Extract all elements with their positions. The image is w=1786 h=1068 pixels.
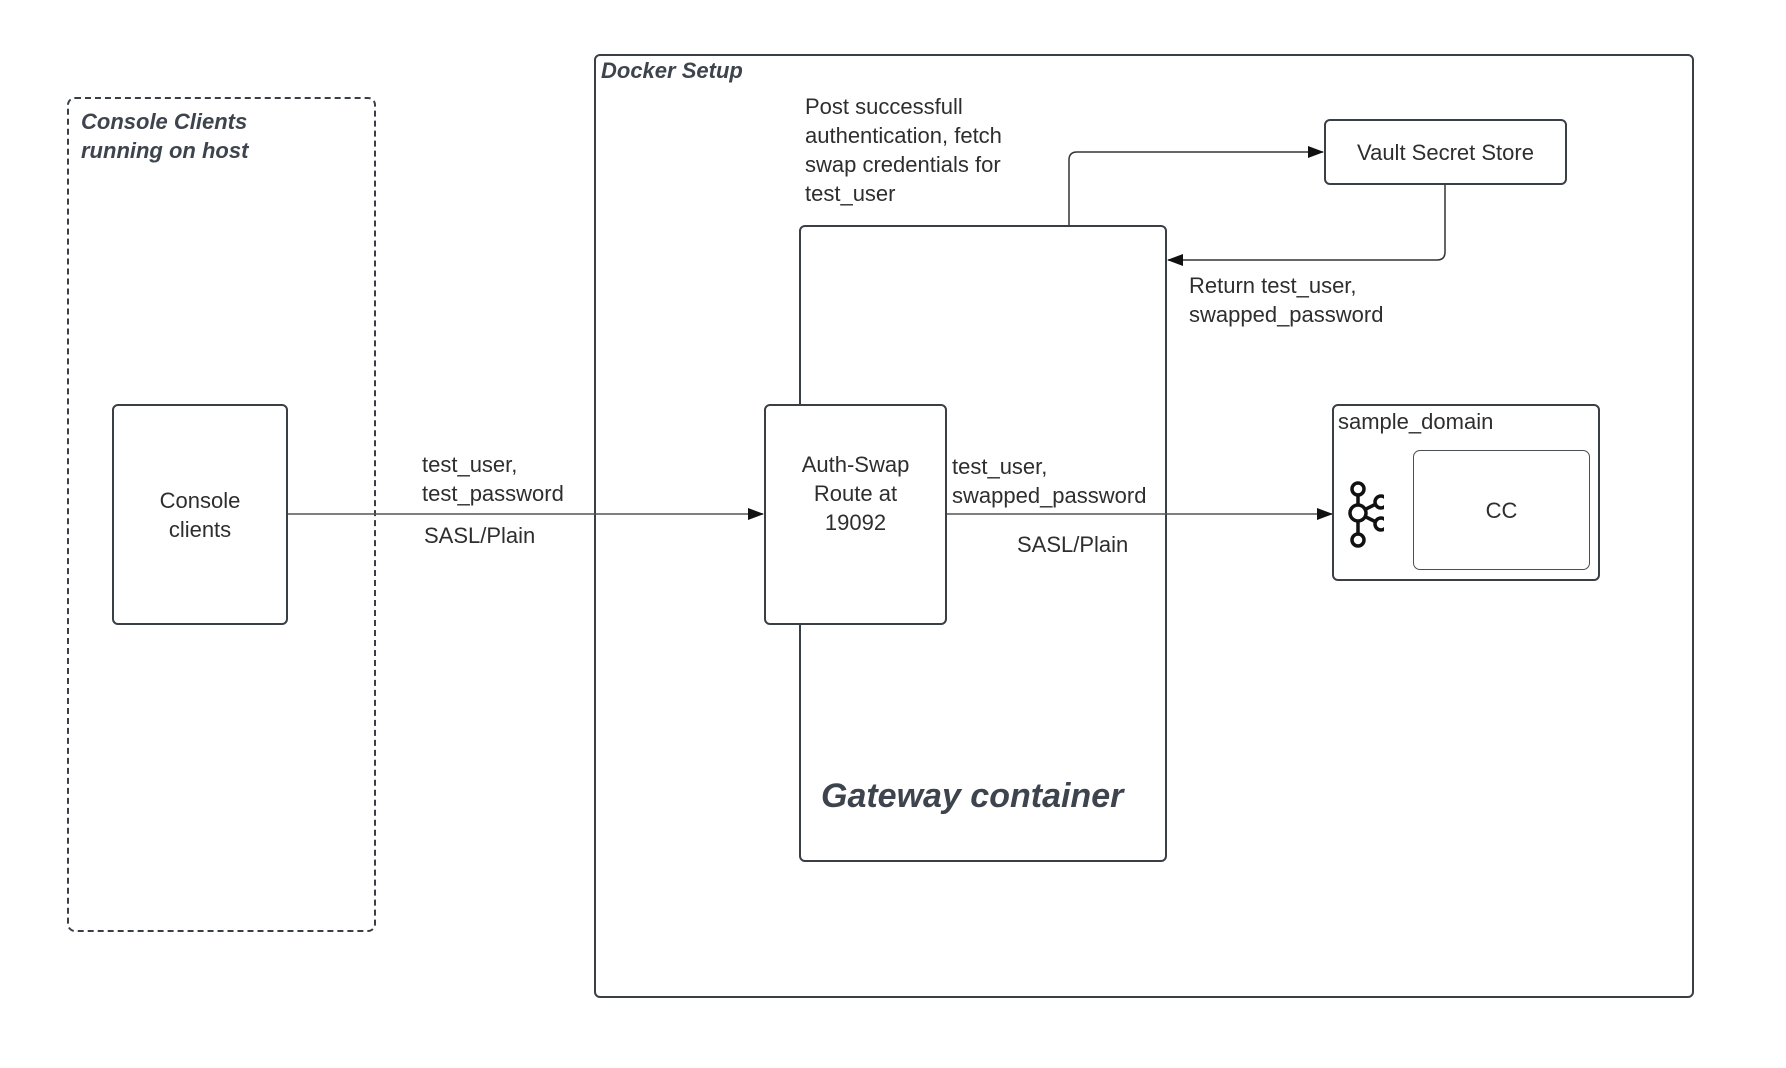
vault-fetch-line2: authentication, fetch bbox=[805, 123, 1002, 148]
vault-label: Vault Secret Store bbox=[1357, 139, 1534, 165]
docker-setup-group bbox=[594, 54, 1694, 998]
kafka-icon bbox=[1348, 481, 1384, 548]
console-host-label-line2: running on host bbox=[81, 138, 249, 163]
client-edge-credentials-label: test_user, test_password bbox=[422, 450, 564, 508]
sample-domain-group[interactable] bbox=[1332, 404, 1600, 581]
cluster-edge-line2: swapped_password bbox=[952, 483, 1147, 508]
auth-swap-line1: Auth-Swap bbox=[801, 452, 910, 477]
auth-swap-line2: Route at bbox=[813, 481, 898, 506]
sample-domain-label: sample_domain bbox=[1338, 409, 1494, 434]
auth-swap-route-node[interactable]: Auth-Swap Route at 19092 bbox=[764, 404, 947, 625]
vault-fetch-line4: test_user bbox=[805, 181, 896, 206]
client-edge-line2: test_password bbox=[422, 481, 564, 506]
edge-gateway-to-vault bbox=[1068, 146, 1324, 225]
gateway-container-label: Gateway container bbox=[821, 777, 1124, 815]
cc-cluster-node[interactable]: CC bbox=[1413, 450, 1590, 570]
client-edge-protocol-label: SASL/Plain bbox=[424, 523, 536, 548]
vault-return-label: Return test_user, swapped_password bbox=[1189, 271, 1383, 329]
vault-fetch-label: Post successfull authentication, fetch s… bbox=[805, 92, 1002, 208]
console-clients-line2: clients bbox=[168, 516, 232, 542]
vault-return-line1: Return test_user, bbox=[1189, 273, 1357, 298]
vault-fetch-line3: swap credentials for bbox=[805, 152, 1001, 177]
console-clients-node[interactable]: Console clients bbox=[112, 404, 288, 625]
console-host-group-label: Console Clients running on host bbox=[81, 107, 248, 165]
vault-return-line2: swapped_password bbox=[1189, 302, 1384, 327]
cluster-edge-credentials-label: test_user, swapped_password bbox=[952, 452, 1146, 510]
client-edge-line1: test_user, bbox=[422, 452, 518, 477]
console-host-label-line1: Console Clients bbox=[81, 109, 248, 134]
cluster-edge-line1: test_user, bbox=[952, 454, 1048, 479]
vault-fetch-line1: Post successfull bbox=[805, 94, 963, 119]
console-clients-line1: Console bbox=[159, 487, 241, 513]
cluster-edge-protocol-label: SASL/Plain bbox=[1017, 532, 1129, 557]
cc-label: CC bbox=[1485, 497, 1518, 523]
auth-swap-line3: 19092 bbox=[824, 510, 887, 535]
docker-setup-label: Docker Setup bbox=[601, 58, 743, 83]
vault-secret-store-node[interactable]: Vault Secret Store bbox=[1324, 119, 1567, 185]
edge-vault-to-gateway bbox=[1167, 185, 1446, 266]
